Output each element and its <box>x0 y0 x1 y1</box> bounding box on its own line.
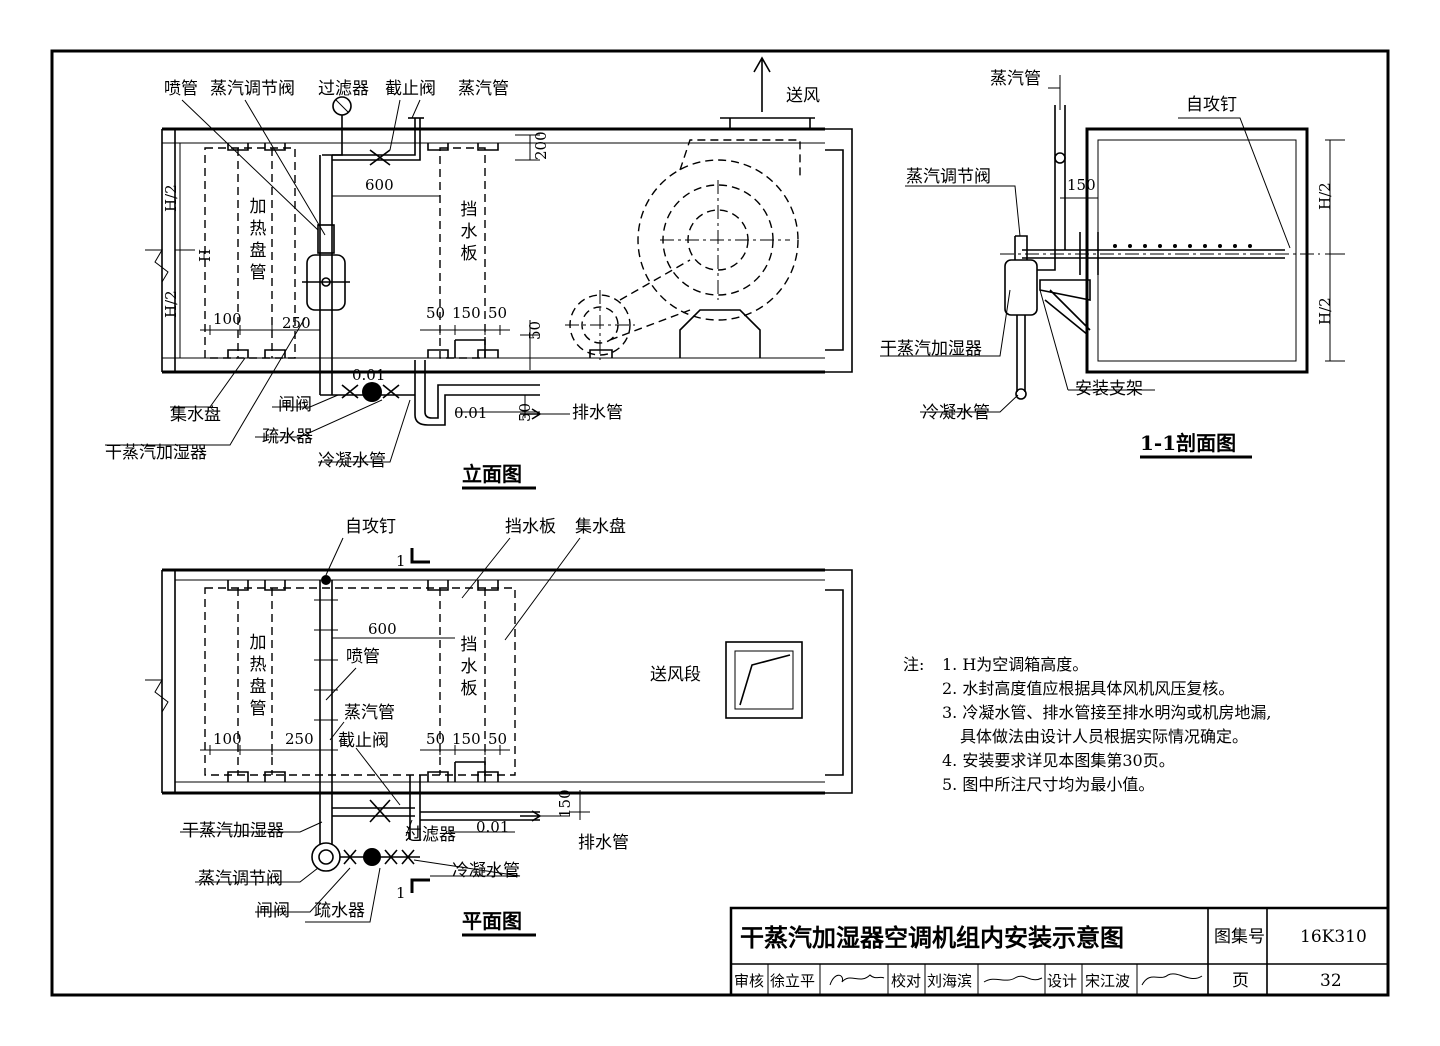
plan-dim-150-v: 150 <box>556 789 574 818</box>
plan-baffle-v: 挡水板 <box>461 635 478 699</box>
note-3-cont: 具体做法由设计人员根据实际情况确定。 <box>960 727 1248 746</box>
sec-label-bracket: 安装支架 <box>1075 379 1143 399</box>
plan-heating-coil-v: 加热盘管 <box>250 633 267 719</box>
checker-signature <box>983 975 1043 983</box>
plan-dim-50-b: 50 <box>488 730 507 748</box>
plan-label-steam-valve: 蒸汽调节阀 <box>198 869 283 889</box>
plan-slope: 0.01 <box>476 818 509 836</box>
vertical-labels: 加热盘管 挡水板 加热盘管 挡水板 <box>250 197 478 719</box>
plan-label-baffle-top: 挡水板 <box>505 517 556 537</box>
reviewer-signature <box>829 974 885 986</box>
dim-h-half-bottom: H/2 <box>162 290 180 318</box>
slope-2: 0.01 <box>454 404 487 422</box>
plan-dim-250: 250 <box>285 730 314 748</box>
label-filter: 过滤器 <box>318 79 369 99</box>
dim-250: 250 <box>282 314 311 332</box>
label-drip-tray: 集水盘 <box>170 405 221 425</box>
sec-label-screw: 自攻钉 <box>1186 95 1237 115</box>
dim-50-d: 50 <box>516 403 534 422</box>
atlas-number: 16K310 <box>1300 927 1367 947</box>
note-5: 5. 图中所注尺寸均为最小值。 <box>942 775 1154 794</box>
plan-label-spray-pipe: 喷管 <box>346 647 380 667</box>
dim-h-half-top: H/2 <box>162 184 180 212</box>
sec-label-condensate: 冷凝水管 <box>922 403 990 423</box>
elevation-view <box>105 56 853 463</box>
plan-section-mark-bottom: 1 <box>396 884 406 902</box>
elevation-title: 立面图 <box>462 462 522 486</box>
plan-label-steam-pipe: 蒸汽管 <box>344 703 395 723</box>
note-3: 3. 冷凝水管、排水管接至排水明沟或机房地漏, <box>942 703 1271 722</box>
dim-150: 150 <box>452 304 481 322</box>
section-view <box>880 75 1345 413</box>
plan-label-condensate: 冷凝水管 <box>452 861 520 881</box>
dim-50-b: 50 <box>488 304 507 322</box>
note-1: 1. H为空调箱高度。 <box>942 655 1088 674</box>
label-gate-valve: 闸阀 <box>278 395 312 415</box>
notes-prefix: 注: <box>903 655 924 674</box>
label-steam-pipe: 蒸汽管 <box>458 79 509 99</box>
note-4: 4. 安装要求详见本图集第30页。 <box>942 751 1175 770</box>
section-labels: 蒸汽管 自攻钉 蒸汽调节阀 干蒸汽加湿器 安装支架 冷凝水管 150 H/2 H… <box>880 69 1334 459</box>
sec-dim-h-half-bottom: H/2 <box>1316 297 1334 325</box>
dim-50-c: 50 <box>526 321 544 340</box>
plan-dim-600: 600 <box>368 620 397 638</box>
dim-50-a: 50 <box>426 304 445 322</box>
designer-name: 宋江波 <box>1085 972 1130 990</box>
sec-label-steam-valve: 蒸汽调节阀 <box>906 167 991 187</box>
plan-labels: 自攻钉 挡水板 集水盘 喷管 蒸汽管 截止阀 送风段 干蒸汽加湿器 蒸汽调节阀 … <box>182 517 701 937</box>
section-title: 1-1剖面图 <box>1140 431 1236 455</box>
sec-label-humidifier: 干蒸汽加湿器 <box>880 339 982 359</box>
sheet-border <box>50 49 1390 997</box>
check-label: 校对 <box>891 972 921 990</box>
atlas-label: 图集号 <box>1214 927 1265 947</box>
dim-200: 200 <box>532 131 550 160</box>
label-condensate-pipe: 冷凝水管 <box>318 451 386 471</box>
plan-label-humidifier: 干蒸汽加湿器 <box>182 821 284 841</box>
label-stop-valve: 截止阀 <box>385 79 436 99</box>
sec-dim-150: 150 <box>1067 176 1096 194</box>
plan-view <box>145 537 853 923</box>
sec-label-steam-pipe: 蒸汽管 <box>990 69 1041 89</box>
label-supply-air: 送风 <box>786 86 820 106</box>
plan-section-mark-top: 1 <box>396 552 406 570</box>
slope-1: 0.01 <box>352 366 385 384</box>
checker-name: 刘海滨 <box>927 972 972 990</box>
page-number: 32 <box>1320 971 1342 991</box>
plan-label-screw: 自攻钉 <box>345 517 396 537</box>
plan-dim-150: 150 <box>452 730 481 748</box>
title-block: 干蒸汽加湿器空调机组内安装示意图 图集号 16K310 审核 徐立平 校对 刘海… <box>729 906 1390 997</box>
spray-holes <box>1113 244 1252 248</box>
sec-dim-h-half-top: H/2 <box>1316 182 1334 210</box>
plan-dim-100: 100 <box>213 730 242 748</box>
plan-label-filter: 过滤器 <box>405 825 456 845</box>
note-2: 2. 水封高度值应根据具体风机风压复核。 <box>942 679 1234 698</box>
elev-heating-coil-v: 加热盘管 <box>250 197 267 283</box>
plan-label-gate-valve: 闸阀 <box>256 901 290 921</box>
plan-title: 平面图 <box>462 909 522 933</box>
drawing-title: 干蒸汽加湿器空调机组内安装示意图 <box>740 923 1124 952</box>
dim-100: 100 <box>213 310 242 328</box>
design-label: 设计 <box>1047 972 1077 990</box>
designer-signature <box>1141 973 1203 986</box>
label-steam-valve: 蒸汽调节阀 <box>210 79 295 99</box>
plan-label-supply-section: 送风段 <box>650 665 701 685</box>
plan-label-trap: 疏水器 <box>314 901 365 921</box>
elevation-labels: 喷管 蒸汽调节阀 过滤器 截止阀 蒸汽管 送风 集水盘 干蒸汽加湿器 闸阀 疏水… <box>105 79 820 490</box>
plan-label-stop-valve: 截止阀 <box>338 731 389 751</box>
label-drain-pipe: 排水管 <box>572 403 623 423</box>
plan-dim-50-a: 50 <box>426 730 445 748</box>
label-humidifier: 干蒸汽加湿器 <box>105 443 207 463</box>
notes: 注: 1. H为空调箱高度。 2. 水封高度值应根据具体风机风压复核。 3. 冷… <box>903 655 1271 794</box>
label-trap: 疏水器 <box>262 427 313 447</box>
dim-h: H <box>196 249 214 262</box>
reviewer-name: 徐立平 <box>770 972 815 990</box>
plan-label-drip-tray-top: 集水盘 <box>575 517 626 537</box>
dim-600: 600 <box>365 176 394 194</box>
review-label: 审核 <box>734 972 764 990</box>
label-spray-pipe: 喷管 <box>164 79 198 99</box>
plan-label-drain: 排水管 <box>578 833 629 853</box>
page-label: 页 <box>1232 971 1249 991</box>
elev-baffle-v: 挡水板 <box>461 200 478 264</box>
